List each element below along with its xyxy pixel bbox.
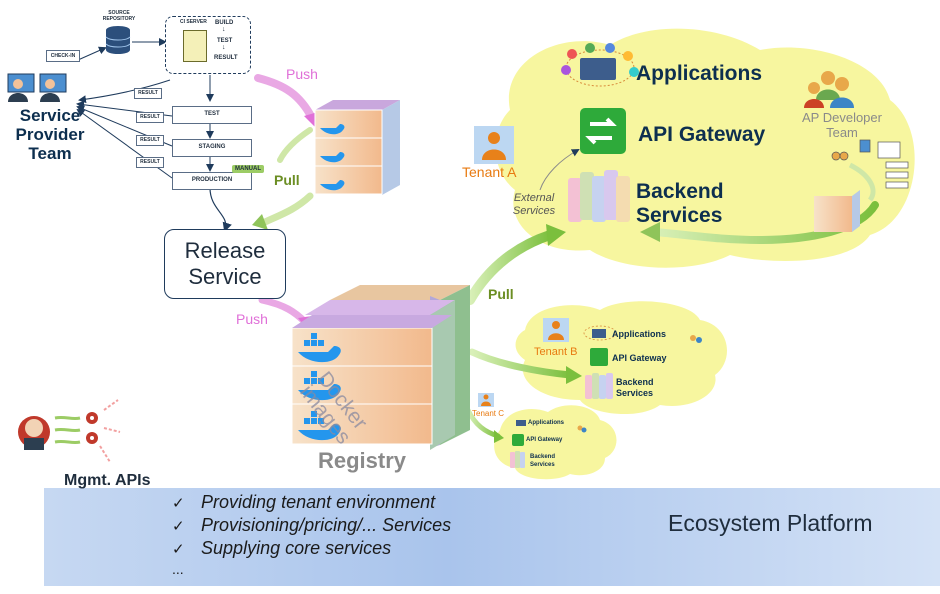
mgmt-apis-label: Mgmt. APIs (64, 472, 151, 489)
platform-bullet-list: ✓ Providing tenant environment ✓ Provisi… (172, 492, 451, 577)
registry-stack (291, 285, 470, 450)
gear-icons (54, 399, 121, 463)
tenant-c-applications-label: Applications (528, 420, 565, 426)
pull-label-registry: Pull (488, 286, 514, 302)
external-services-label: External Services (512, 192, 556, 217)
pull-label-top: Pull (274, 172, 300, 188)
bullet-text: Provisioning/pricing/... Services (201, 515, 452, 535)
ci-server-box (165, 16, 251, 74)
pull-arrow-top (277, 127, 313, 163)
ap-developer-team-icon (804, 71, 854, 108)
api-gateway-label: API Gateway (638, 123, 766, 146)
result-label-2: RESULT (136, 112, 164, 123)
tenant-c-api-gateway-label: API Gateway (526, 437, 563, 443)
push-arrow-bottom (258, 296, 309, 326)
service-provider-team-icon (7, 73, 67, 102)
api-gateway-icon (580, 108, 626, 154)
tenant-b-applications-label: Applications (612, 329, 667, 339)
applications-icon (561, 43, 639, 87)
bullet-text: Supplying core services (201, 538, 392, 558)
source-repository-label: SOURCE REPOSITORY (102, 10, 136, 22)
backend-services-label: Backend Services (636, 180, 724, 227)
platform-ellipsis: ... (172, 561, 184, 577)
result-label-3: RESULT (136, 135, 164, 146)
ecosystem-platform-title: Ecosystem Platform (668, 510, 873, 536)
backend-services-icon (568, 170, 630, 222)
developer-registry-stack (814, 190, 860, 232)
check-icon: ✓ (172, 495, 185, 512)
developer-mini-pipeline (831, 139, 909, 189)
tenant-c-label: Tenant C (472, 409, 505, 418)
tenant-c-person-icon (478, 393, 494, 407)
check-in-label: CHECK-IN (46, 50, 80, 62)
check-icon: ✓ (172, 541, 185, 558)
tenant-b-icons (583, 325, 702, 399)
pull-arrow-tenant-b (468, 348, 574, 379)
ecosystem-platform-band (44, 488, 940, 586)
jenkins-icon (18, 416, 50, 450)
applications-label: Applications (636, 62, 763, 85)
registry-label: Registry (318, 448, 407, 473)
small-registry-stack (314, 100, 400, 195)
tenant-a-label: Tenant A (462, 164, 517, 180)
tenant-b-api-gateway-label: API Gateway (612, 353, 667, 363)
staging-stage: STAGING (172, 139, 252, 157)
check-icon: ✓ (172, 518, 185, 535)
manual-badge: MANUAL (232, 165, 264, 173)
release-service-box (164, 229, 286, 299)
ap-developer-team-label: AP Developer Team (802, 110, 882, 140)
production-stage: PRODUCTION (172, 172, 252, 190)
push-label-top: Push (286, 66, 318, 82)
release-service-label: Release Service (184, 238, 266, 289)
tenant-b-label: Tenant B (534, 346, 578, 358)
tenant-a-person-icon (474, 126, 514, 164)
bullet-text: Providing tenant environment (201, 492, 436, 512)
result-label-1: RESULT (134, 88, 162, 99)
build-step-label: BUILD (215, 20, 234, 26)
tenant-c-backend-label: Backend Services (530, 454, 556, 468)
tenant-c-icons (510, 420, 587, 468)
service-provider-team-label: Service Provider Team (15, 106, 85, 163)
push-arrow-top (254, 74, 316, 122)
pull-arrow-tenant-a (465, 230, 555, 305)
platform-bullet-item: ✓ Provisioning/pricing/... Services (172, 515, 451, 538)
push-label-bottom: Push (236, 311, 268, 327)
tenant-b-backend-label: Backend Services (616, 377, 654, 398)
result-label-4: RESULT (136, 157, 164, 168)
test-stage: TEST (172, 106, 252, 124)
platform-bullet-item: ✓ Providing tenant environment (172, 492, 451, 515)
platform-bullet-item: ✓ Supplying core services (172, 538, 451, 561)
ci-server-icon (183, 30, 207, 62)
result-step-label: RESULT (214, 55, 238, 61)
tenant-b-person-icon (543, 318, 569, 342)
test-step-label: TEST (217, 38, 233, 44)
ci-server-label: CI SERVER (180, 19, 207, 25)
source-repository-db-icon (105, 26, 131, 54)
